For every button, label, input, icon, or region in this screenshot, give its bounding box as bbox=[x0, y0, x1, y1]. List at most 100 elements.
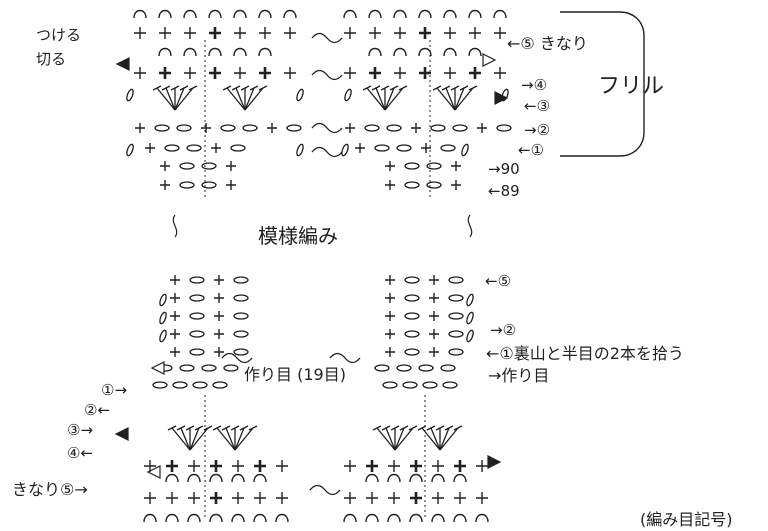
corner-text-attach: つける bbox=[36, 26, 82, 44]
sc-stitch bbox=[345, 123, 355, 133]
row-marker-left-4: ④← bbox=[67, 444, 94, 462]
picot-loop bbox=[233, 9, 247, 19]
row-marker-top-5: ←⑤ きなり bbox=[507, 34, 588, 53]
sc-stitch bbox=[366, 492, 378, 504]
picot-loop bbox=[475, 513, 489, 523]
chain-stitch bbox=[402, 381, 418, 389]
dc-fan-stitch bbox=[439, 425, 454, 451]
sc-stitch bbox=[469, 67, 481, 79]
dc-fan-stitch bbox=[230, 425, 240, 450]
dc-fan-stitch bbox=[380, 85, 390, 110]
sc-stitch bbox=[454, 492, 466, 504]
sc-stitch bbox=[385, 180, 395, 190]
chain-stitch bbox=[201, 181, 217, 189]
picot-loop bbox=[231, 513, 245, 523]
dc-fan-stitch bbox=[231, 85, 246, 111]
dc-fan-stitch bbox=[372, 425, 396, 451]
sc-stitch bbox=[232, 492, 244, 504]
chain-stitch bbox=[396, 364, 412, 372]
chain-stitch bbox=[212, 381, 228, 389]
picot-loop bbox=[253, 473, 267, 483]
sc-stitch bbox=[477, 123, 487, 133]
chain-stitch bbox=[230, 144, 246, 152]
sc-stitch bbox=[160, 161, 170, 171]
picot-loop bbox=[387, 513, 401, 523]
picot-loop bbox=[409, 513, 423, 523]
sc-stitch bbox=[454, 460, 466, 472]
picot-loop bbox=[343, 9, 357, 19]
chain-stitch-vertical bbox=[296, 88, 304, 102]
dc-fan-stitch bbox=[240, 85, 250, 110]
chain-stitch bbox=[440, 144, 456, 152]
chain-marker-right: →作り目 bbox=[488, 366, 550, 385]
chain-stitch-vertical bbox=[159, 311, 167, 325]
chain-stitch bbox=[382, 381, 398, 389]
chain-stitch bbox=[189, 348, 205, 356]
sc-stitch bbox=[419, 27, 431, 39]
picot-loop bbox=[165, 513, 179, 523]
picot-loop bbox=[275, 513, 289, 523]
dc-fan-stitch bbox=[222, 85, 246, 111]
footer-text: (編み目記号) bbox=[640, 510, 733, 529]
sc-stitch bbox=[410, 492, 422, 504]
chain-stitch bbox=[386, 124, 402, 132]
dc-fan-stitch bbox=[384, 85, 399, 111]
row-marker-top-1: ←① bbox=[518, 141, 545, 159]
sc-stitch bbox=[144, 460, 156, 472]
continuation-mark bbox=[311, 122, 343, 134]
picot-loop bbox=[365, 513, 379, 523]
sc-stitch bbox=[214, 275, 224, 285]
sc-stitch bbox=[210, 492, 222, 504]
cut-yarn-marker bbox=[494, 91, 509, 105]
picot-loop bbox=[187, 473, 201, 483]
chain-stitch bbox=[176, 124, 192, 132]
picot-loop bbox=[233, 47, 247, 57]
sc-stitch bbox=[429, 293, 439, 303]
sc-stitch bbox=[166, 460, 178, 472]
picot-loop bbox=[453, 473, 467, 483]
picot-loop bbox=[387, 473, 401, 483]
sc-stitch bbox=[214, 311, 224, 321]
sc-stitch bbox=[385, 293, 395, 303]
chain-stitch-vertical bbox=[344, 88, 352, 102]
chain-stitch bbox=[426, 181, 442, 189]
chain-stitch bbox=[189, 276, 205, 284]
sc-stitch bbox=[259, 67, 271, 79]
join-yarn-marker bbox=[150, 361, 165, 375]
chain-stitch bbox=[233, 276, 249, 284]
chain-stitch bbox=[233, 330, 249, 338]
sc-stitch bbox=[344, 492, 356, 504]
chain-stitch bbox=[404, 181, 420, 189]
row-marker-top-2: →② bbox=[524, 121, 551, 139]
chain-stitch-vertical bbox=[126, 143, 134, 157]
dc-fan-stitch bbox=[394, 425, 418, 451]
picot-loop bbox=[368, 47, 382, 57]
chain-stitch-vertical bbox=[466, 293, 474, 307]
cut-yarn-marker bbox=[487, 455, 502, 469]
chain-stitch bbox=[430, 124, 446, 132]
sc-stitch bbox=[444, 67, 456, 79]
sc-stitch bbox=[234, 67, 246, 79]
chain-stitch bbox=[404, 294, 420, 302]
sc-stitch bbox=[385, 161, 395, 171]
dc-fan-stitch bbox=[439, 425, 463, 451]
chain-stitch bbox=[440, 364, 456, 372]
picot-loop bbox=[393, 47, 407, 57]
picot-loop bbox=[183, 47, 197, 57]
gap-mark-right bbox=[467, 214, 473, 238]
chain-stitch-vertical bbox=[341, 143, 349, 157]
sc-stitch bbox=[226, 180, 236, 190]
continuation-mark bbox=[329, 352, 361, 364]
dc-fan-stitch bbox=[454, 85, 469, 111]
sc-stitch bbox=[188, 492, 200, 504]
sc-stitch bbox=[209, 27, 221, 39]
dc-fan-stitch bbox=[189, 425, 204, 451]
chain-stitch bbox=[242, 124, 258, 132]
picot-loop bbox=[418, 9, 432, 19]
sc-stitch bbox=[209, 67, 221, 79]
chain-stitch bbox=[233, 312, 249, 320]
sc-stitch bbox=[344, 67, 356, 79]
dc-fan-stitch bbox=[152, 85, 176, 111]
chain-stitch-vertical bbox=[159, 329, 167, 343]
dc-fan-stitch bbox=[371, 85, 386, 111]
